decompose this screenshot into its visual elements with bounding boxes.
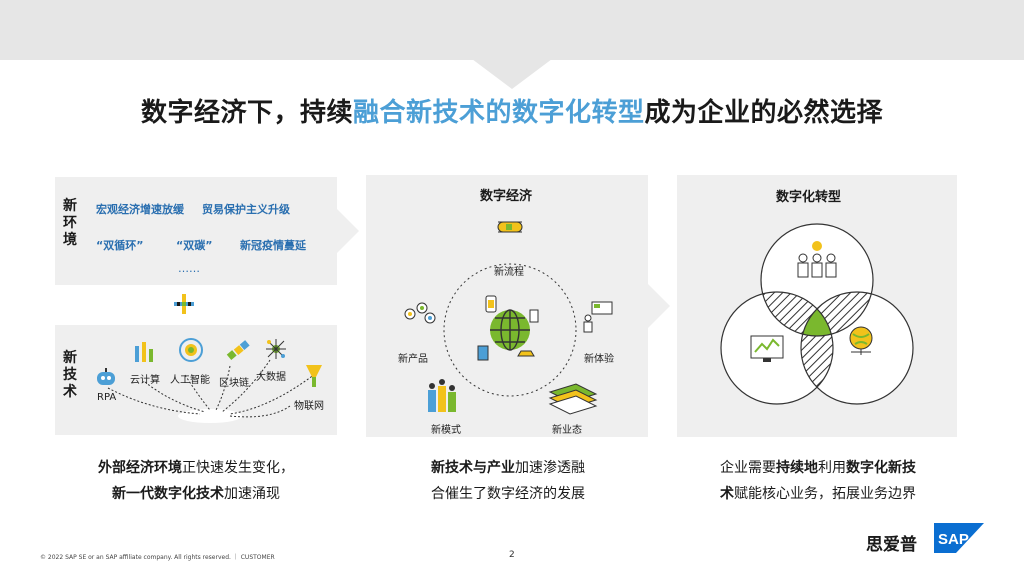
caption-middle: 新技术与产业加速渗透融 合催生了数字经济的发展 — [368, 455, 648, 507]
caption-left-text2: 加速涌现 — [224, 486, 280, 502]
robot-icon — [95, 368, 117, 388]
economy-node-product: 新产品 — [398, 350, 428, 365]
caption-right-bold1: 持续地 — [776, 460, 818, 476]
tech-item-bigdata: 大数据 — [256, 368, 286, 383]
env-label-char: 新 — [61, 198, 79, 215]
caption-right-bold2: 数字化新技 — [846, 460, 916, 476]
env-item: 宏观经济增速放缓 — [96, 201, 184, 217]
caption-right-bold3: 术 — [720, 486, 734, 502]
iot-icon — [304, 363, 324, 389]
economy-node-process: 新流程 — [494, 263, 524, 278]
sap-logo-text: SAP — [938, 531, 969, 548]
caption-right: 企业需要持续地利用数字化新技 术赋能核心业务，拓展业务边界 — [678, 455, 958, 507]
header-band — [0, 0, 1024, 60]
title-part2: 成为企业的必然选择 — [645, 98, 884, 128]
caption-right-pre: 企业需要 — [720, 460, 776, 476]
caption-middle-text2: 合催生了数字经济的发展 — [431, 486, 585, 502]
env-label-char: 境 — [61, 232, 79, 249]
copyright-footer: © 2022 SAP SE or an SAP affiliate compan… — [40, 552, 275, 561]
env-label: 新 环 境 — [61, 198, 79, 249]
caption-middle-bold1: 新技术与产业 — [431, 460, 515, 476]
economy-chevron — [648, 284, 670, 328]
digital-economy-diagram — [380, 210, 640, 432]
economy-node-format: 新业态 — [552, 421, 582, 436]
tech-item-cloud: 云计算 — [130, 371, 160, 386]
env-item: “双循环” — [96, 237, 143, 253]
big-data-icon — [264, 337, 288, 361]
header-notch — [472, 59, 552, 89]
caption-left: 外部经济环境正快速发生变化， 新一代数字化技术加速涌现 — [58, 455, 334, 507]
plus-icon — [173, 293, 195, 315]
page-number: 2 — [509, 550, 515, 560]
tech-network-graphic — [90, 330, 335, 435]
cloud-computing-icon — [132, 340, 156, 364]
tech-label-char: 新 — [61, 350, 79, 367]
env-item: …… — [178, 262, 200, 275]
economy-title: 数字经济 — [480, 185, 532, 204]
sap-logo: SAP — [934, 523, 984, 553]
env-item: “双碳” — [176, 237, 212, 253]
tech-item-iot: 物联网 — [294, 397, 324, 412]
env-item: 新冠疫情蔓延 — [240, 237, 306, 253]
env-item: 贸易保护主义升级 — [202, 201, 290, 217]
tech-item-ai: 人工智能 — [170, 371, 210, 386]
title-highlight: 融合新技术的数字化转型 — [353, 98, 645, 128]
caption-right-mid: 利用 — [818, 460, 846, 476]
tech-label-char: 技 — [61, 367, 79, 384]
caption-middle-text1: 加速渗透融 — [515, 460, 585, 476]
tech-item-blockchain: 区块链 — [219, 374, 249, 389]
page-title: 数字经济下，持续融合新技术的数字化转型成为企业的必然选择 — [0, 92, 1024, 129]
brand-chinese-name: 思爱普 — [866, 530, 917, 555]
caption-left-bold2: 新一代数字化技术 — [112, 486, 224, 502]
env-label-char: 环 — [61, 215, 79, 232]
title-part1: 数字经济下，持续 — [141, 98, 353, 128]
env-chevron — [337, 209, 359, 253]
tech-label-char: 术 — [61, 384, 79, 401]
caption-left-bold1: 外部经济环境 — [98, 460, 182, 476]
tech-item-rpa: RPA — [97, 392, 116, 403]
caption-right-text2: 赋能核心业务，拓展业务边界 — [734, 486, 916, 502]
tech-label: 新 技 术 — [61, 350, 79, 401]
ai-brain-icon — [178, 337, 204, 363]
transformation-title: 数字化转型 — [776, 186, 841, 205]
venn-diagram — [695, 210, 940, 432]
economy-node-experience: 新体验 — [584, 350, 614, 365]
blockchain-icon — [226, 340, 250, 362]
caption-left-text1: 正快速发生变化， — [182, 460, 294, 476]
economy-node-model: 新模式 — [431, 421, 461, 436]
